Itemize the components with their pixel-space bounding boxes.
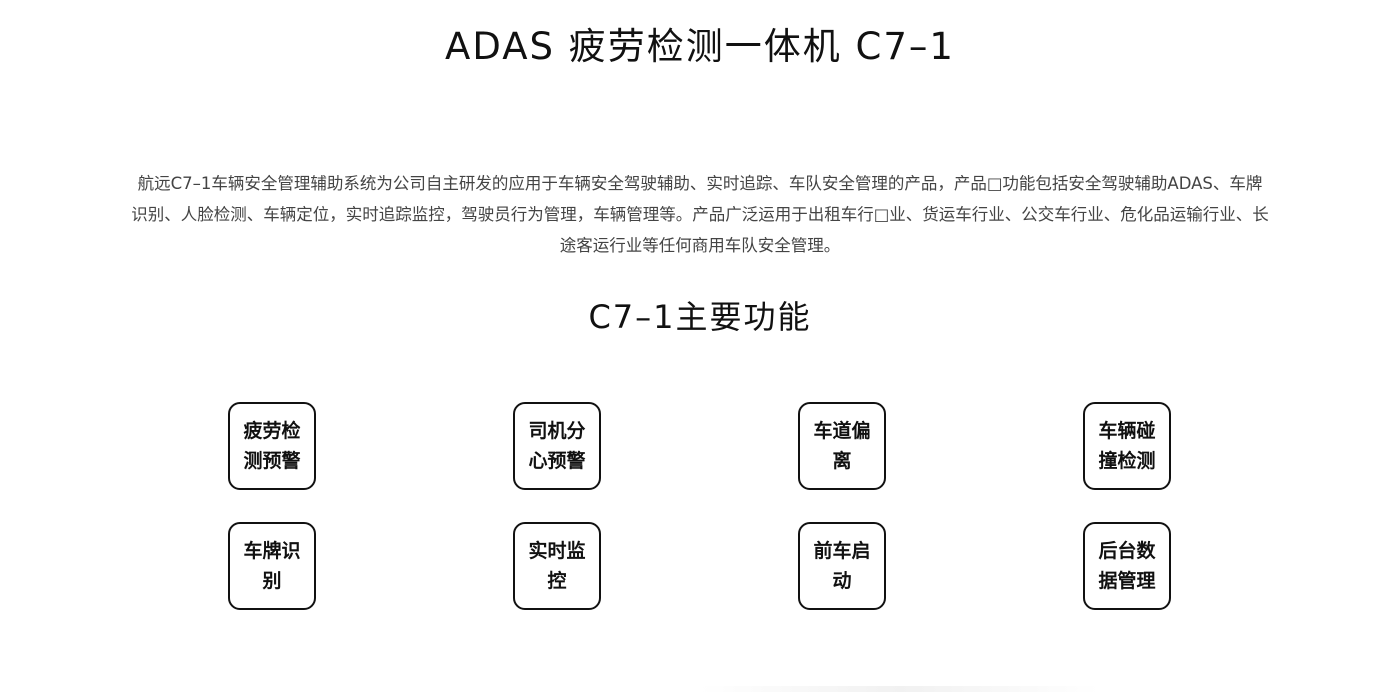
feature-label: 疲劳检测预警 — [243, 420, 301, 472]
feature-label: 车辆碰撞检测 — [1098, 420, 1156, 472]
feature-card-plate-recognition[interactable]: 车牌识别 — [228, 522, 316, 610]
feature-label: 车道偏离 — [813, 420, 871, 472]
product-description: 航远C7–1车辆安全管理辅助系统为公司自主研发的应用于车辆安全驾驶辅助、实时追踪… — [131, 174, 1269, 255]
feature-card-realtime-monitoring[interactable]: 实时监控 — [513, 522, 601, 610]
feature-card-front-vehicle-start[interactable]: 前车启动 — [798, 522, 886, 610]
feature-card-backend-data-management[interactable]: 后台数据管理 — [1083, 522, 1171, 610]
feature-label: 前车启动 — [813, 540, 871, 592]
page-title: ADAS 疲劳检测一体机 C7–1 — [445, 25, 955, 68]
bottom-edge-shadow — [700, 686, 1100, 692]
feature-label: 车牌识别 — [243, 540, 301, 592]
feature-card-lane-departure[interactable]: 车道偏离 — [798, 402, 886, 490]
features-section-title: C7–1主要功能 — [588, 298, 812, 336]
feature-card-fatigue-warning[interactable]: 疲劳检测预警 — [228, 402, 316, 490]
feature-label: 司机分心预警 — [528, 420, 586, 472]
feature-label: 后台数据管理 — [1098, 540, 1156, 592]
feature-label: 实时监控 — [528, 540, 586, 592]
feature-card-driver-distraction[interactable]: 司机分心预警 — [513, 402, 601, 490]
feature-card-collision-detection[interactable]: 车辆碰撞检测 — [1083, 402, 1171, 490]
